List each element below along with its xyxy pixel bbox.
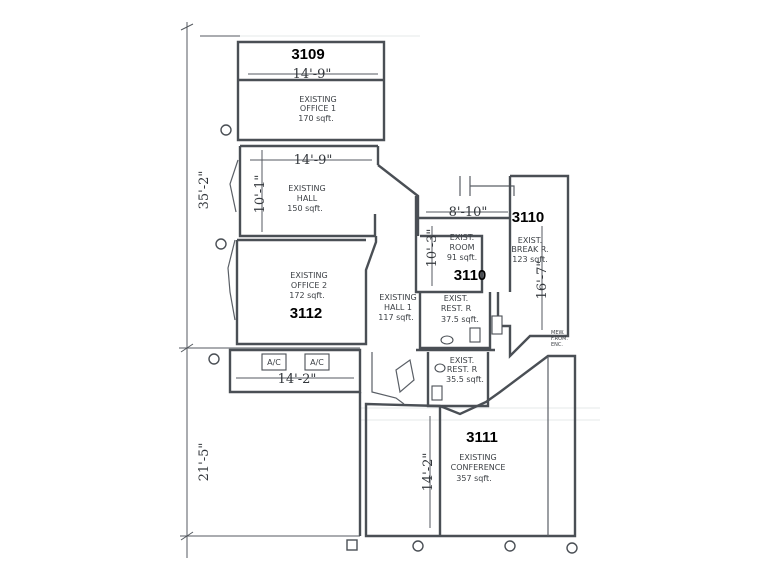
room-office1: EXISTING OFFICE 1 170 sqft. <box>298 95 336 123</box>
room-hall: EXISTING HALL 150 sqft. <box>287 184 325 213</box>
room-label-line1: EXIST. <box>450 233 474 242</box>
mech-enclosure: MEW. F.ROM. ENC. <box>551 330 568 348</box>
ac-unit-2-label: A/C <box>310 358 324 367</box>
office1-width-dimension: 14'-9" <box>293 67 332 82</box>
office1-label-line1: EXISTING <box>299 95 336 104</box>
overall-dimension-lines <box>179 22 360 558</box>
restroom-fixtures <box>431 315 503 401</box>
hall-label-line2: HALL <box>297 194 318 203</box>
suite-3110-label-lower: 3110 <box>454 267 487 284</box>
room-rest1: EXIST. REST. R 37.5 sqft. <box>441 294 479 324</box>
room-area: 91 sqft. <box>447 253 477 262</box>
conference-depth-dimension: 14'-2" <box>421 453 436 492</box>
hall-area: 150 sqft. <box>287 204 322 213</box>
office2-area: 172 sqft. <box>289 291 324 300</box>
hall1-area: 117 sqft. <box>378 313 413 322</box>
break-label-line1: EXIST. <box>518 236 542 245</box>
ac-units: A/C A/C <box>261 353 330 371</box>
rest1-label-line1: EXIST. <box>444 294 468 303</box>
break-area: 123 sqft. <box>512 255 547 264</box>
structural-columns <box>208 124 578 554</box>
hall-label-line1: EXISTING <box>288 184 325 193</box>
ac-width-dimension: 14'-2" <box>278 372 317 387</box>
room-rest2: EXIST. REST. R 35.5 sqft. <box>446 356 484 384</box>
room-width-dimension: 8'-10" <box>449 205 488 220</box>
conference-area: 357 sqft. <box>456 474 491 483</box>
hall1-label-line2: HALL 1 <box>384 303 412 312</box>
hall1-label-line1: EXISTING <box>379 293 416 302</box>
room-office2: EXISTING OFFICE 2 172 sqft. <box>289 271 327 300</box>
room-conference: EXISTING CONFERENCE 357 sqft. <box>451 453 506 483</box>
room-exist-room: EXIST. ROOM 91 sqft. <box>447 233 477 262</box>
suite-3109-label: 3109 <box>291 46 324 63</box>
break-depth-dimension: 16'-7" <box>535 261 550 300</box>
break-label-line2: BREAK R. <box>511 245 548 254</box>
room-label-line2: ROOM <box>449 243 474 252</box>
room-depth-dimension: 10'-3" <box>425 229 440 268</box>
mech-label-line2: F.ROM. <box>551 336 568 342</box>
hall-depth-dimension: 10'-1" <box>253 175 268 214</box>
conference-label-line2: CONFERENCE <box>451 463 506 472</box>
office1-area: 170 sqft. <box>298 114 333 123</box>
office1-label-line2: OFFICE 1 <box>300 104 336 113</box>
suite-3111-label: 3111 <box>466 429 498 446</box>
mech-label-line1: MEW. <box>551 330 565 336</box>
room-hall1: EXISTING HALL 1 117 sqft. <box>378 293 416 322</box>
suite-3110-label-upper: 3110 <box>512 209 545 226</box>
rest2-label-line1: EXIST. <box>450 356 474 365</box>
overall-upper-dimension: 35'-2" <box>197 171 212 210</box>
rest1-label-line2: REST. R <box>441 304 472 313</box>
ac-unit-1-label: A/C <box>267 358 281 367</box>
conference-label-line1: EXISTING <box>459 453 496 462</box>
room-break: EXIST. BREAK R. 123 sqft. <box>511 236 548 264</box>
exterior-walls <box>227 40 577 538</box>
suite-3112-label: 3112 <box>290 305 323 322</box>
mech-label-line3: ENC. <box>551 342 563 348</box>
hall-width-dimension: 14'-9" <box>294 153 333 168</box>
rest1-area: 37.5 sqft. <box>441 315 479 324</box>
office2-label-line2: OFFICE 2 <box>291 281 327 290</box>
room-dimension-lines <box>236 73 543 528</box>
rest2-label-line2: REST. R <box>447 365 478 374</box>
office2-label-line1: EXISTING <box>290 271 327 280</box>
rest2-area: 35.5 sqft. <box>446 375 484 384</box>
overall-lower-dimension: 21'-5" <box>197 443 212 482</box>
